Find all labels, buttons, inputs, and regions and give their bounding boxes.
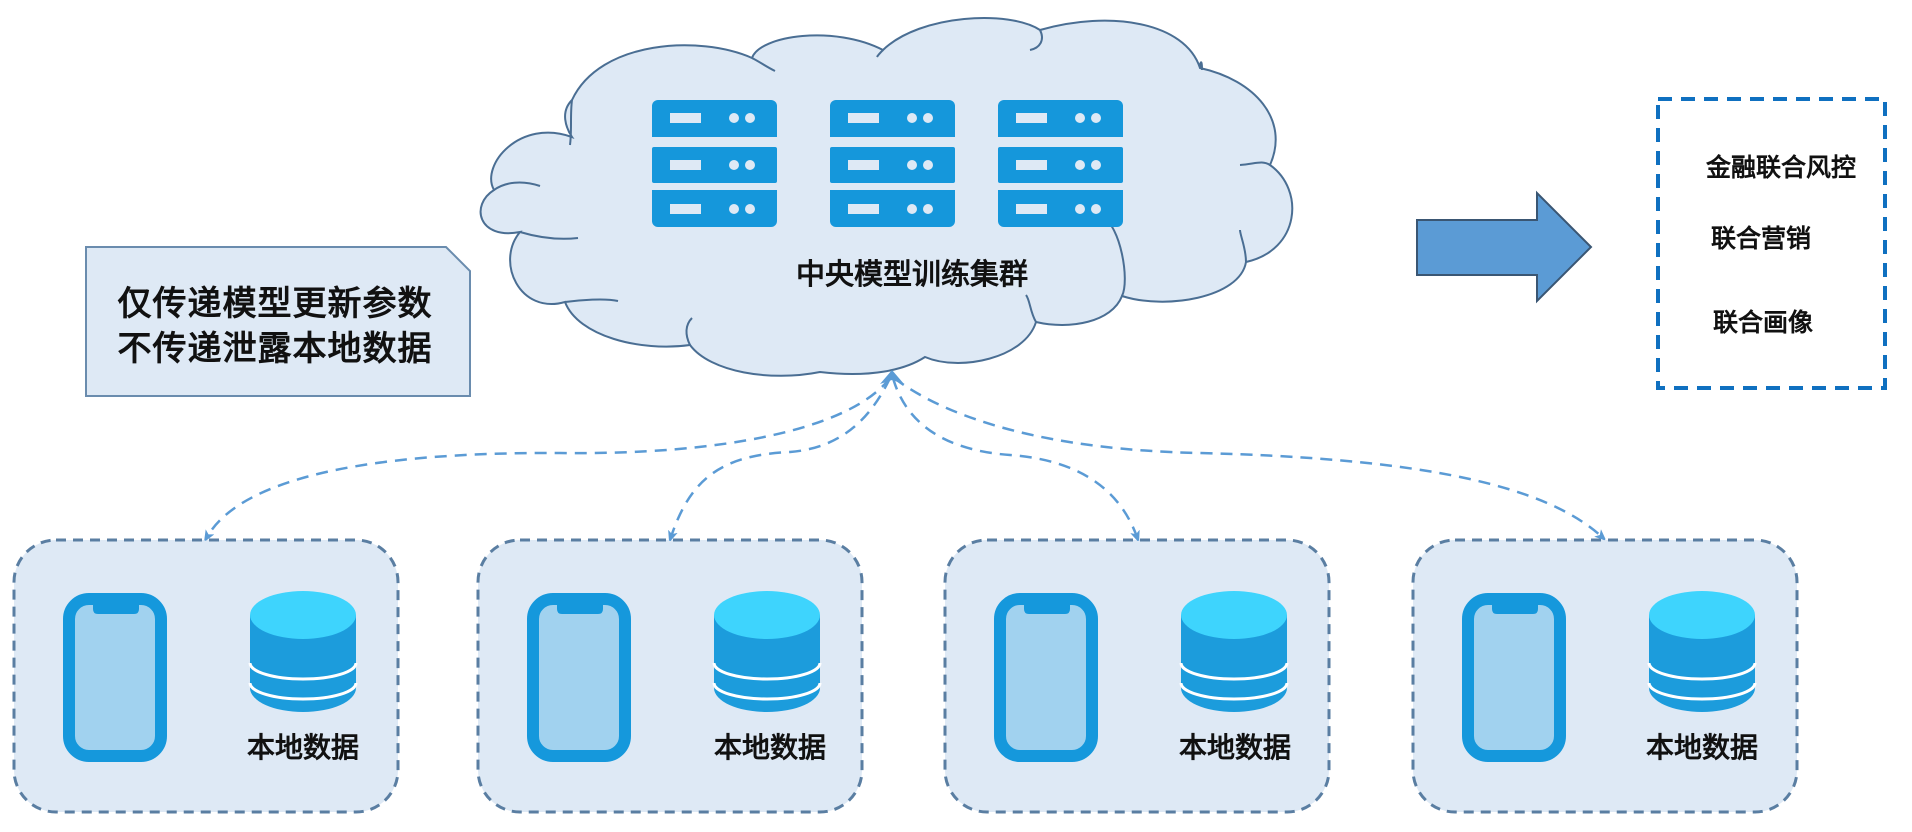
note-box <box>85 246 471 397</box>
database-icon <box>712 589 822 714</box>
server-icon-2 <box>830 100 955 227</box>
server-icon-3 <box>998 100 1123 227</box>
smartphone-icon <box>1468 599 1560 756</box>
use-case-joint-profiling: 联合画像 <box>1713 308 1814 337</box>
database-icon <box>1179 589 1289 714</box>
database-icon <box>1647 589 1757 714</box>
use-case-joint-marketing: 联合营销 <box>1711 224 1812 253</box>
use-case-financial-risk: 金融联合风控 <box>1706 153 1857 182</box>
smartphone-icon <box>1000 599 1092 756</box>
hub-arrowhead <box>880 370 904 384</box>
connectors <box>207 370 1602 537</box>
right-arrow-icon <box>1416 190 1593 304</box>
smartphone-icon <box>533 599 625 756</box>
note-line-2: 不传递泄露本地数据 <box>117 329 433 369</box>
smartphone-icon <box>69 599 161 756</box>
connector-client-4 <box>893 376 1602 537</box>
connector-client-3 <box>891 377 1137 537</box>
connector-client-1 <box>207 377 891 537</box>
client-4-label: 本地数据 <box>1645 731 1758 764</box>
clients <box>12 538 1799 814</box>
database-icon <box>248 589 358 714</box>
client-node-3 <box>943 538 1331 814</box>
client-2-label: 本地数据 <box>713 731 826 764</box>
central-cluster-label: 中央模型训练集群 <box>795 257 1028 291</box>
note-line-1: 仅传递模型更新参数 <box>117 284 433 324</box>
server-icon-1 <box>652 100 777 227</box>
connector-client-2 <box>671 377 892 537</box>
client-node-1 <box>12 538 400 814</box>
client-node-4 <box>1411 538 1799 814</box>
use-case-box <box>1656 97 1887 390</box>
client-3-label: 本地数据 <box>1178 731 1291 764</box>
client-1-label: 本地数据 <box>246 731 359 764</box>
client-node-2 <box>476 538 864 814</box>
